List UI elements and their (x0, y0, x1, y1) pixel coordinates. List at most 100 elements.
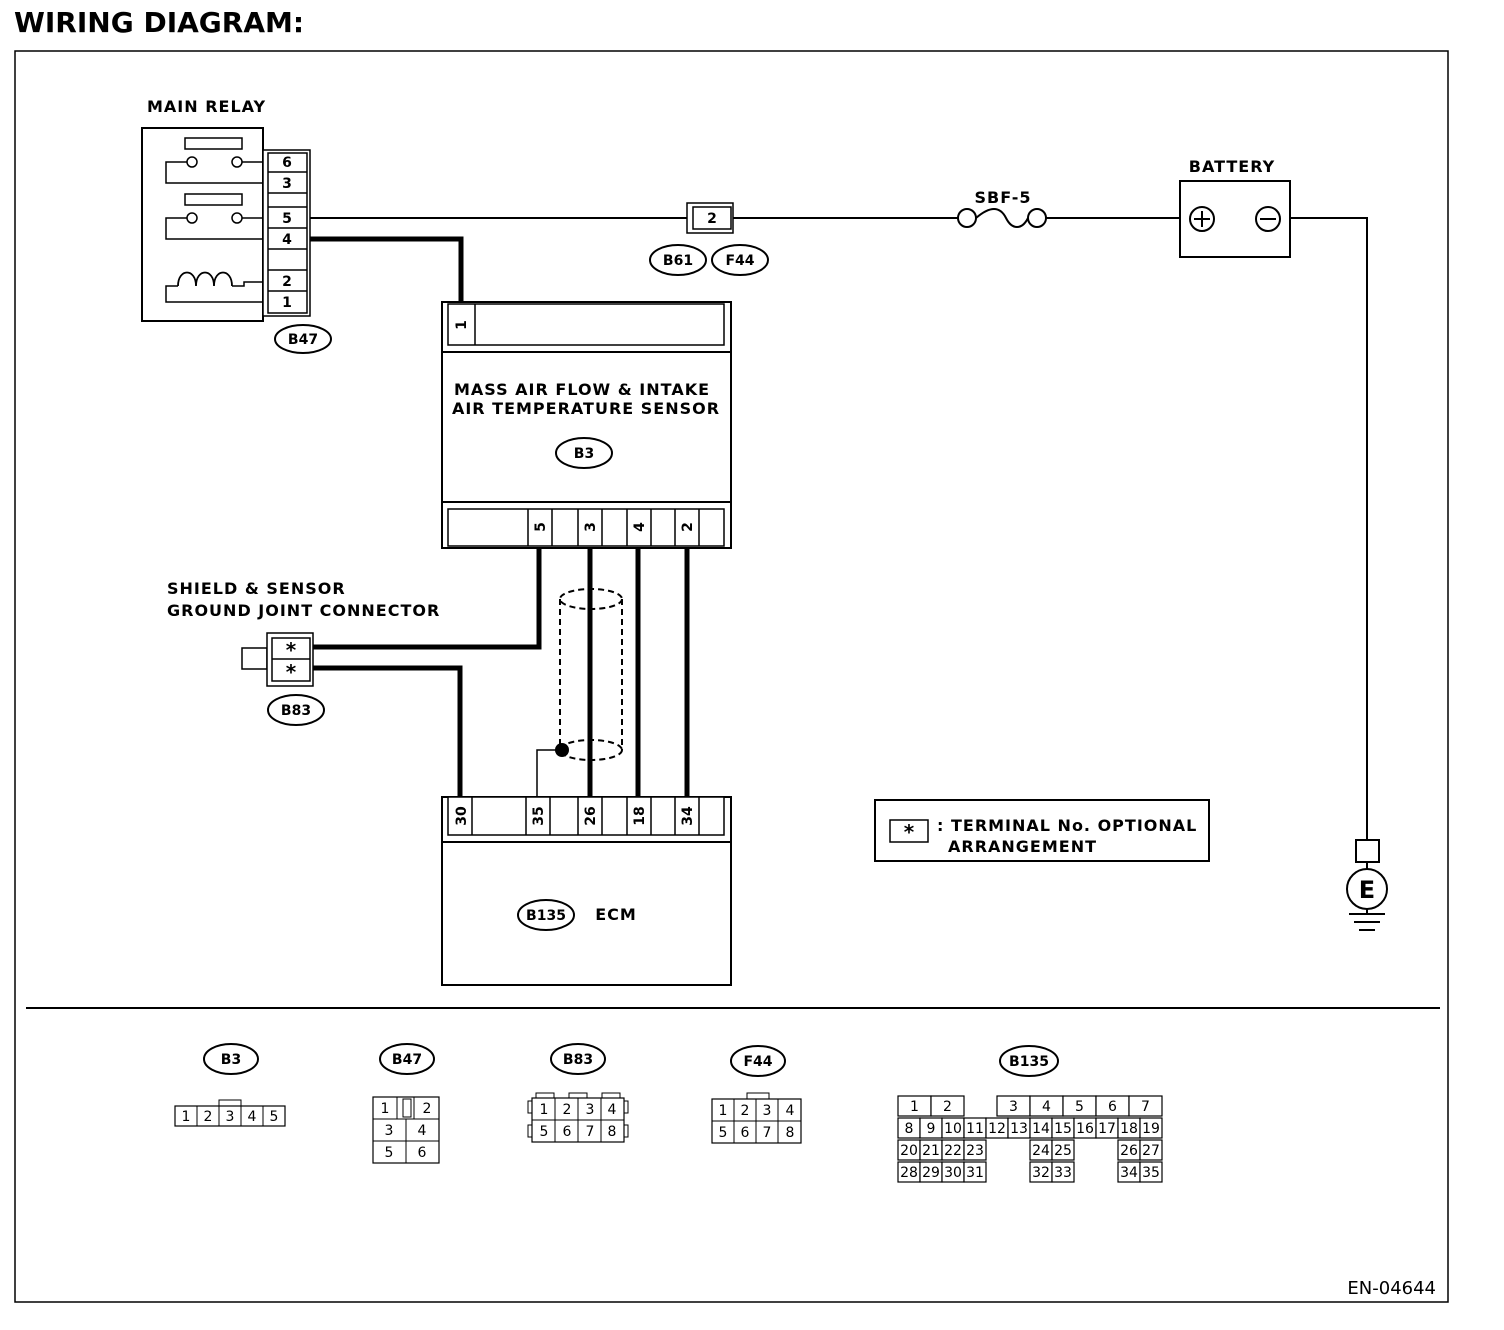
b83-cell: 1 (540, 1102, 549, 1118)
b61-connector-label: B61 (663, 253, 693, 269)
b83-connector-label: B83 (281, 703, 311, 719)
b135-cell: 25 (1054, 1143, 1072, 1159)
wire-b83-to-ecm30 (313, 665, 463, 797)
maf-sensor: 1 MASS AIR FLOW & INTAKE AIR TEMPERATURE… (441, 301, 732, 549)
b135-cell: 32 (1032, 1165, 1050, 1181)
b135-cell: 1 (910, 1099, 919, 1115)
inline-connector: 2 B61 F44 (649, 202, 769, 276)
b47-cell: 3 (385, 1123, 394, 1139)
joint-connector-pin-upper: * (286, 638, 297, 662)
b83-cell: 8 (608, 1124, 617, 1140)
b135-connector-label: B135 (526, 908, 566, 924)
b135-cell: 22 (944, 1143, 962, 1159)
b47-connector-tag (274, 324, 332, 354)
relay-pin-3: 3 (282, 176, 292, 192)
ecm-pin-30: 30 (454, 806, 470, 826)
joint-connector: SHIELD & SENSOR GROUND JOINT CONNECTOR *… (167, 579, 440, 726)
f44-connector-label: F44 (725, 253, 754, 269)
cable-shield (555, 588, 623, 761)
f44-cell: 5 (719, 1125, 728, 1141)
ecm-pin-34: 34 (680, 806, 696, 826)
b135-cell: 27 (1142, 1143, 1160, 1159)
connector-view-b47-label: B47 (392, 1052, 422, 1068)
relay-pin-6: 6 (282, 155, 292, 171)
maf-bottom-pin-4: 4 (632, 522, 648, 532)
connector-view-b3-label: B3 (221, 1052, 241, 1068)
ecm-pin-18: 18 (632, 806, 648, 825)
connector-view-b135-label: B135 (1009, 1054, 1049, 1070)
b83-cell: 4 (608, 1102, 617, 1118)
b3-connector-tag (555, 437, 613, 469)
b47-cell: 1 (381, 1101, 390, 1117)
relay-pin-1: 1 (282, 295, 292, 311)
b61-connector-tag (649, 244, 707, 276)
figure-code: EN-04644 (1347, 1278, 1436, 1299)
fuse-element-symbol (975, 208, 1029, 228)
b135-cell: 10 (944, 1121, 962, 1137)
b135-cell: 34 (1120, 1165, 1138, 1181)
b3-connector-label: B3 (574, 446, 594, 462)
b135-cell: 7 (1141, 1099, 1150, 1115)
f44-cell: 2 (741, 1103, 750, 1119)
legend-line1: : TERMINAL No. OPTIONAL (937, 816, 1197, 835)
joint-connector-label-line2: GROUND JOINT CONNECTOR (167, 601, 440, 620)
b47-cell: 4 (418, 1123, 427, 1139)
joint-connector-pin-lower: * (286, 660, 297, 684)
f44-cell: 1 (719, 1103, 728, 1119)
main-relay: MAIN RELAY 6 3 5 4 2 1 B47 (141, 97, 332, 354)
wire-maf5-to-b83 (313, 546, 542, 650)
b135-cell: 9 (927, 1121, 936, 1137)
b135-cell: 30 (944, 1165, 962, 1181)
b135-cell-box (963, 1161, 987, 1183)
b135-cell: 6 (1108, 1099, 1117, 1115)
b135-cell: 12 (988, 1121, 1006, 1137)
b83-cell: 6 (563, 1124, 572, 1140)
b47-cell: 5 (385, 1145, 394, 1161)
connector-view-b47: B47 1 2 3 4 5 6 (372, 1043, 440, 1164)
b135-cell: 14 (1032, 1121, 1050, 1137)
b135-cell: 17 (1098, 1121, 1116, 1137)
b47-cell: 2 (423, 1101, 432, 1117)
b135-cell: 29 (922, 1165, 940, 1181)
legend-line2: ARRANGEMENT (948, 837, 1097, 856)
f44-cell: 7 (763, 1125, 772, 1141)
inline-connector-pin: 2 (707, 211, 717, 227)
battery: BATTERY (1179, 157, 1291, 258)
b135-cell-box (1139, 1139, 1163, 1161)
wire-shield-drain (536, 749, 562, 797)
relay-pin-5: 5 (282, 211, 292, 227)
diagram-frame (14, 50, 1449, 1303)
maf-label-line1: MASS AIR FLOW & INTAKE (454, 380, 710, 399)
wires (307, 217, 1368, 840)
f44-connector-tag (711, 244, 769, 276)
fuse-label: SBF-5 (975, 188, 1032, 207)
b3-cell: 1 (182, 1109, 191, 1125)
b135-cell: 33 (1054, 1165, 1072, 1181)
b135-cell: 28 (900, 1165, 918, 1181)
relay-body (141, 127, 264, 322)
f44-cell: 4 (786, 1103, 795, 1119)
maf-bottom-pin-3: 3 (583, 522, 599, 532)
maf-bottom-pin-2: 2 (680, 522, 696, 532)
b135-cell: 2 (943, 1099, 952, 1115)
battery-label: BATTERY (1189, 157, 1276, 176)
b47-cell: 6 (418, 1145, 427, 1161)
connector-view-b3: B3 1 2 3 4 5 (174, 1043, 286, 1127)
b135-cell: 35 (1142, 1165, 1160, 1181)
b135-cell: 4 (1042, 1099, 1051, 1115)
ecm: 30 35 26 18 34 B135 ECM (441, 796, 732, 986)
b135-cell: 5 (1075, 1099, 1084, 1115)
ground-e: E (1346, 839, 1388, 931)
connector-view-f44: F44 1 2 3 4 5 6 7 8 (711, 1045, 802, 1144)
b135-cell-box (1051, 1139, 1075, 1161)
wire-battery-to-ground (1290, 217, 1368, 840)
b135-cell: 16 (1076, 1121, 1094, 1137)
main-relay-label: MAIN RELAY (147, 97, 266, 116)
b135-cell: 11 (966, 1121, 984, 1137)
ecm-pin-35: 35 (531, 806, 547, 825)
ecm-label: ECM (595, 905, 637, 924)
maf-label-line2: AIR TEMPERATURE SENSOR (452, 399, 720, 418)
b3-cell: 2 (204, 1109, 213, 1125)
b135-connector-tag (517, 899, 575, 931)
